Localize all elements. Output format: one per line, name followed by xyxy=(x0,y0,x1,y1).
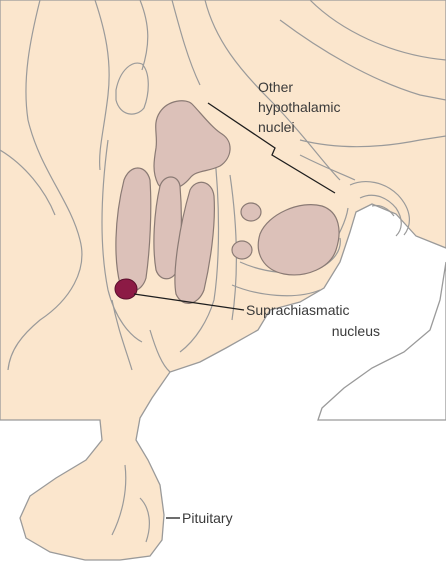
label-line: Other xyxy=(258,79,293,95)
suprachiasmatic-nucleus-marker xyxy=(115,279,137,299)
label-suprachiasmatic-nucleus: Suprachiasmatic nucleus xyxy=(246,302,380,339)
brain-tissue xyxy=(0,0,446,560)
nucleus-small-lower xyxy=(232,241,252,259)
nucleus-small-upper xyxy=(241,203,261,221)
label-line: Suprachiasmatic xyxy=(246,302,350,318)
lower-right-cavity xyxy=(318,262,446,420)
label-pituitary: Pituitary xyxy=(182,510,233,526)
label-line: hypothalamic xyxy=(258,99,341,115)
label-line: nuclei xyxy=(258,119,295,135)
label-line: nucleus xyxy=(332,323,380,339)
